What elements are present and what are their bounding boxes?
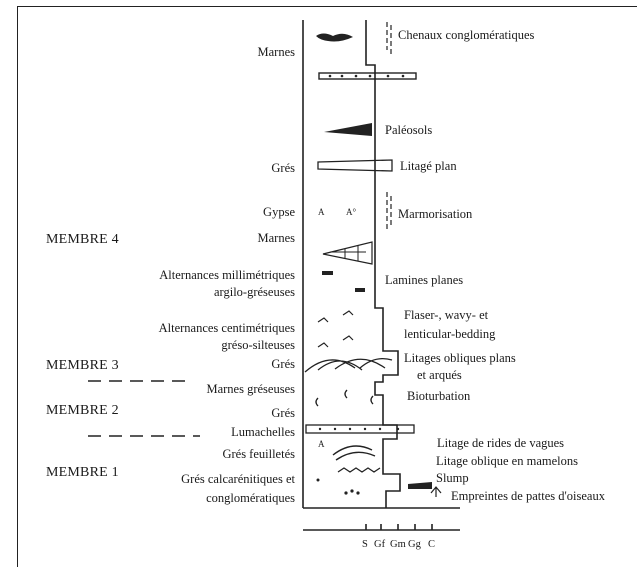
axis-label-c: C bbox=[428, 539, 436, 550]
label-mamelons: Litage oblique en mamelons bbox=[436, 454, 578, 468]
label-rides: Litage de rides de vagues bbox=[437, 436, 565, 450]
label-marnes-top: Marnes bbox=[257, 45, 296, 59]
label-alt-mm-1: Alternances millimétriques bbox=[159, 268, 295, 282]
flaser-symbol bbox=[317, 310, 354, 348]
label-gres-2: Grés bbox=[271, 357, 295, 371]
label-gres-1: Grés bbox=[271, 161, 295, 175]
slump-symbol bbox=[337, 467, 381, 473]
label-bioturbation: Bioturbation bbox=[407, 389, 471, 403]
slump-block bbox=[408, 482, 432, 489]
label-paleosols: Paléosols bbox=[385, 123, 433, 137]
label-litages-obliques-1: Litages obliques plans bbox=[404, 351, 516, 365]
sandstone-lens bbox=[317, 159, 393, 172]
label-gres-3: Grés bbox=[271, 406, 295, 420]
label-marmorisation: Marmorisation bbox=[398, 207, 473, 221]
member-4-label: MEMBRE 4 bbox=[46, 232, 119, 247]
lamination-mark-b bbox=[355, 288, 365, 292]
figure-frame bbox=[17, 6, 637, 567]
label-alt-mm-2: argilo-gréseuses bbox=[214, 285, 295, 299]
label-empreintes: Empreintes de pattes d'oiseaux bbox=[451, 489, 605, 503]
channel-conglomerate-symbol bbox=[316, 33, 353, 42]
label-lumachelles: Lumachelles bbox=[231, 425, 295, 439]
label-gres-calc-1: Grés calcarénitiques et bbox=[181, 472, 295, 486]
label-litages-obliques-2: et arqués bbox=[417, 368, 462, 382]
member-1-label: MEMBRE 1 bbox=[46, 465, 119, 480]
gypsum-crystal-a: A bbox=[318, 207, 325, 217]
label-gres-calc-2: conglomératiques bbox=[206, 491, 295, 505]
axis-label-gg: Gg bbox=[408, 539, 421, 550]
lamination-mark-a bbox=[322, 271, 333, 275]
axis-label-s: S bbox=[362, 539, 368, 550]
bird-track-icon bbox=[430, 486, 442, 497]
label-lamines: Lamines planes bbox=[385, 273, 464, 287]
shell-symbol: A bbox=[318, 439, 325, 449]
label-litage-plan: Litagé plan bbox=[400, 159, 457, 173]
member-3-label: MEMBRE 3 bbox=[46, 358, 119, 373]
hummocky-symbol bbox=[332, 445, 376, 461]
label-alt-cm-2: gréso-silteuses bbox=[221, 338, 295, 352]
label-flaser-1: Flaser-, wavy- et bbox=[404, 308, 489, 322]
cross-bedding-symbol bbox=[304, 357, 393, 373]
label-marnes-2: Marnes bbox=[257, 231, 296, 245]
grain-size-profile bbox=[365, 20, 401, 508]
label-alt-cm-1: Alternances centimétriques bbox=[158, 321, 295, 335]
bioturbation-symbol bbox=[315, 389, 374, 407]
paleosol-wedge bbox=[324, 123, 372, 136]
conglomerate-bed bbox=[318, 72, 417, 80]
label-gres-feuilletes: Grés feuilletés bbox=[222, 447, 295, 461]
lamine-wedge bbox=[322, 241, 373, 265]
axis-label-gf: Gf bbox=[374, 539, 386, 550]
label-marnes-greseuses: Marnes gréseuses bbox=[206, 382, 295, 396]
gypsum-crystal-b: A° bbox=[346, 207, 356, 217]
label-flaser-2: lenticular-bedding bbox=[404, 327, 496, 341]
label-chenaux: Chenaux conglomératiques bbox=[398, 28, 535, 42]
lumachelle-bed bbox=[305, 424, 415, 434]
axis-label-gm: Gm bbox=[390, 539, 406, 550]
member-2-label: MEMBRE 2 bbox=[46, 403, 119, 418]
label-slump: Slump bbox=[436, 471, 469, 485]
label-gypse: Gypse bbox=[263, 205, 295, 219]
